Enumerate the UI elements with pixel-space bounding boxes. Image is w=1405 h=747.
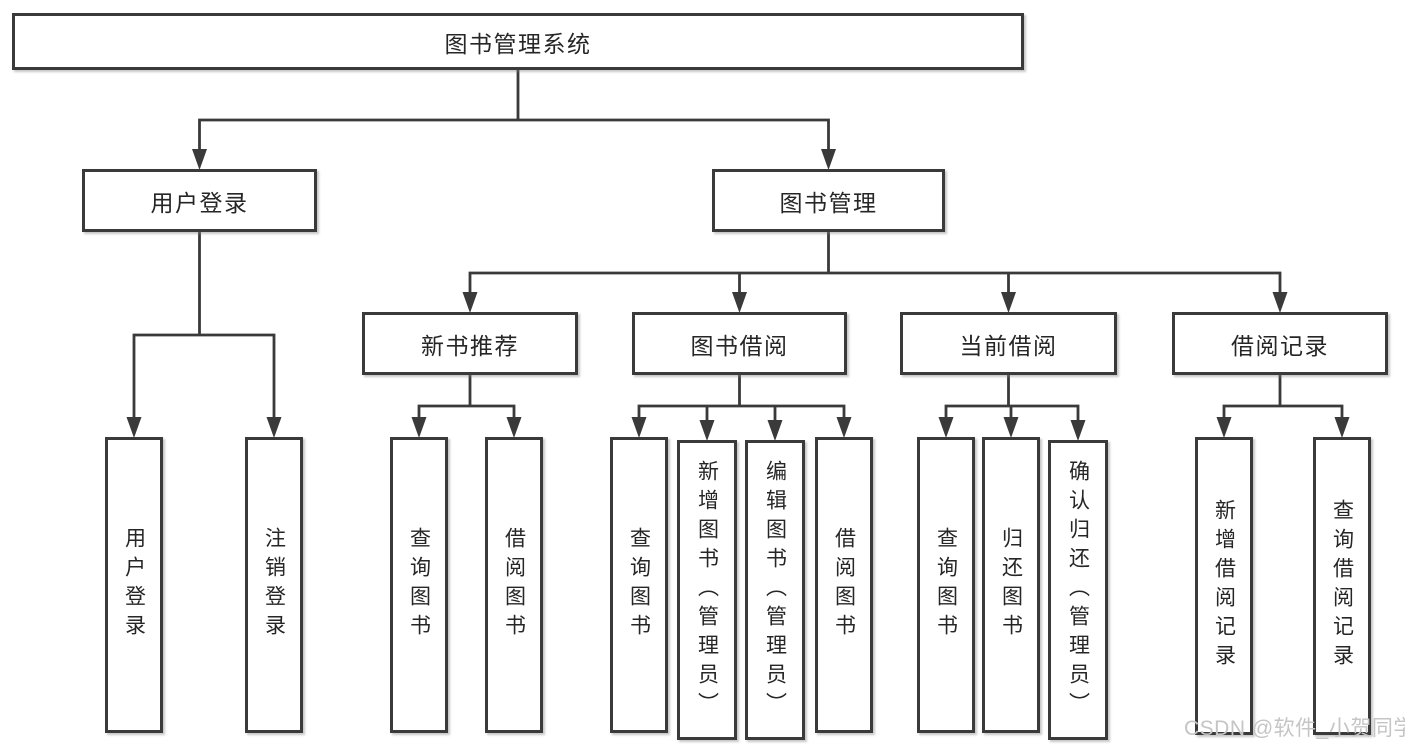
node-bb-add: 新增图书（管理员） <box>677 440 737 740</box>
arrowhead-into-nb-borrow <box>506 417 522 438</box>
connector-borrow-records <box>1222 373 1344 422</box>
node-bb-query: 查询图书 <box>610 437 668 733</box>
node-label-bb-borrow: 借阅图书 <box>832 527 856 643</box>
node-user-login: 用户登录 <box>82 169 317 232</box>
node-new-books: 新书推荐 <box>362 312 578 375</box>
connector-user-login <box>132 230 276 422</box>
arrowhead-into-v-logout <box>266 417 282 438</box>
connector-book-mgmt <box>468 230 1282 297</box>
node-book-mgmt: 图书管理 <box>712 169 945 232</box>
node-label-nb-borrow: 借阅图书 <box>502 527 526 643</box>
arrowhead-into-bb-borrow <box>836 417 852 438</box>
node-bb-borrow: 借阅图书 <box>815 437 873 733</box>
node-label-book-borrow: 图书借阅 <box>690 332 789 359</box>
arrowhead-into-bb-add <box>699 420 715 441</box>
node-cb-query: 查询图书 <box>917 437 975 733</box>
node-label-borrow-records: 借阅记录 <box>1231 332 1329 359</box>
arrowhead-into-bb-edit <box>767 420 783 441</box>
node-v-login: 用户登录 <box>105 437 163 733</box>
arrowhead-into-book-mgmt <box>821 149 836 170</box>
connector-book-borrow <box>637 373 846 425</box>
node-root: 图书管理系统 <box>12 13 1024 70</box>
node-borrow-records: 借阅记录 <box>1172 312 1388 375</box>
node-label-new-books: 新书推荐 <box>421 332 519 359</box>
arrowhead-into-book-borrow <box>732 292 747 313</box>
node-label-root: 图书管理系统 <box>444 30 592 57</box>
arrowhead-into-current-borrow <box>1001 292 1016 313</box>
connector-new-books <box>417 373 516 422</box>
node-label-book-mgmt: 图书管理 <box>779 189 878 216</box>
node-label-v-login: 用户登录 <box>122 527 146 643</box>
connector-root <box>198 68 830 154</box>
node-label-bb-query: 查询图书 <box>627 527 651 643</box>
node-label-cb-return: 归还图书 <box>999 527 1023 643</box>
node-label-cb-confirm: 确认归还（管理员） <box>1066 459 1090 721</box>
arrowhead-into-bb-query <box>631 417 647 438</box>
arrowhead-into-new-books <box>462 292 478 313</box>
connector-current-borrow <box>944 373 1080 425</box>
node-cb-confirm: 确认归还（管理员） <box>1048 440 1108 740</box>
node-label-current-borrow: 当前借阅 <box>959 332 1058 359</box>
arrowhead-into-cb-confirm <box>1070 420 1086 441</box>
arrowhead-into-user-login <box>192 149 207 170</box>
arrowhead-into-br-add <box>1216 417 1232 438</box>
node-label-br-add: 新增借阅记录 <box>1212 499 1236 673</box>
node-v-logout: 注销登录 <box>245 437 303 733</box>
arrowhead-into-cb-return <box>1003 417 1019 438</box>
arrowhead-into-cb-query <box>938 417 954 438</box>
node-br-add: 新增借阅记录 <box>1195 437 1253 735</box>
node-label-cb-query: 查询图书 <box>934 527 958 643</box>
node-nb-borrow: 借阅图书 <box>485 437 543 733</box>
node-cb-return: 归还图书 <box>982 437 1040 733</box>
node-label-bb-add: 新增图书（管理员） <box>695 459 719 721</box>
arrowhead-into-v-login <box>126 417 142 438</box>
node-br-query: 查询借阅记录 <box>1313 437 1371 735</box>
arrowhead-into-borrow-records <box>1272 292 1288 313</box>
node-label-bb-edit: 编辑图书（管理员） <box>763 459 787 721</box>
node-label-br-query: 查询借阅记录 <box>1330 499 1354 673</box>
arrowhead-into-nb-query <box>411 417 427 438</box>
node-label-user-login: 用户登录 <box>150 189 249 216</box>
node-current-borrow: 当前借阅 <box>900 312 1117 375</box>
node-label-v-logout: 注销登录 <box>262 527 286 643</box>
node-book-borrow: 图书借阅 <box>632 312 847 375</box>
watermark-text: CSDN @软件_小贺同学 <box>1184 717 1405 740</box>
node-label-nb-query: 查询图书 <box>407 527 431 643</box>
node-nb-query: 查询图书 <box>390 437 448 733</box>
node-bb-edit: 编辑图书（管理员） <box>745 440 805 740</box>
arrowhead-into-br-query <box>1334 417 1350 438</box>
